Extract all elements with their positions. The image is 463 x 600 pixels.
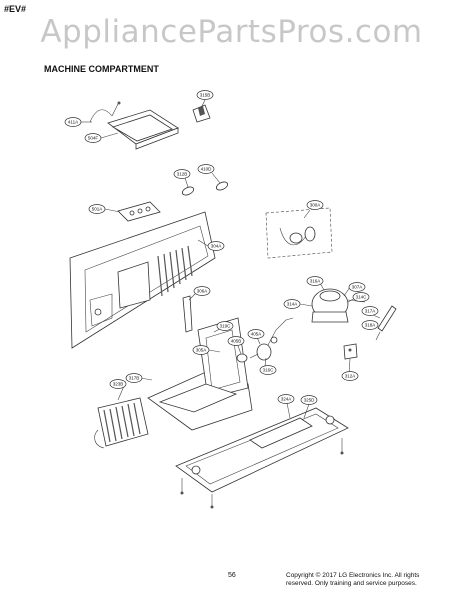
bracket-part xyxy=(182,295,193,333)
svg-text:411A: 411A xyxy=(68,120,78,125)
svg-text:314A: 314A xyxy=(287,302,298,307)
svg-text:504F: 504F xyxy=(88,136,99,141)
svg-text:307A: 307A xyxy=(352,285,363,290)
compressor-part xyxy=(267,288,366,346)
svg-text:317A: 317A xyxy=(365,309,376,314)
callout-315B: 315B xyxy=(196,90,214,100)
copyright-notice: Copyright © 2017 LG Electronics Inc. All… xyxy=(286,572,446,588)
rubber-cap-parts xyxy=(181,181,229,196)
callout-405A: 405A xyxy=(247,329,265,339)
svg-text:325D: 325D xyxy=(304,398,316,403)
callout-300A: 300A xyxy=(306,200,324,210)
callout-314C: 314C xyxy=(352,292,370,302)
callout-306A: 306A xyxy=(193,286,211,296)
section-title: MACHINE COMPARTMENT xyxy=(44,64,159,74)
svg-text:305A: 305A xyxy=(196,348,207,353)
callout-323B: 323B xyxy=(109,379,127,389)
document-code: #EV# xyxy=(4,4,27,14)
fan-motor-part xyxy=(236,336,278,363)
svg-text:318A: 318A xyxy=(365,323,376,328)
harness-wire-part xyxy=(89,101,121,123)
callout-305A: 305A xyxy=(192,345,210,355)
fan-cover-part xyxy=(107,109,179,150)
svg-text:306A: 306A xyxy=(197,289,208,294)
cord-holder-part xyxy=(117,201,161,222)
copyright-line-1: Copyright © 2017 LG Electronics Inc. All… xyxy=(286,572,420,579)
callout-318A: 318A xyxy=(361,320,379,330)
power-cord-assembly xyxy=(265,207,333,259)
svg-text:405B: 405B xyxy=(231,339,242,344)
svg-text:304A: 304A xyxy=(211,244,222,249)
base-plate-part xyxy=(175,407,349,509)
callout-307A: 307A xyxy=(348,282,366,292)
callout-312B: 312B xyxy=(173,169,191,179)
svg-text:312A: 312A xyxy=(345,374,356,379)
callout-316A: 316A xyxy=(306,276,324,286)
svg-text:501A: 501A xyxy=(92,207,103,212)
svg-text:410D: 410D xyxy=(201,167,213,172)
callout-317A: 317A xyxy=(361,306,379,316)
dryer-part xyxy=(375,305,397,341)
callout-317B: 317B xyxy=(125,373,143,383)
copyright-line-2: reserved. Only training and service purp… xyxy=(286,580,417,587)
callout-411A: 411A xyxy=(64,117,82,127)
svg-text:314C: 314C xyxy=(356,295,368,300)
callout-325D: 325D xyxy=(300,395,318,405)
callout-501A: 501A xyxy=(88,204,106,214)
page-number: 56 xyxy=(228,572,236,579)
drain-pan-part xyxy=(147,317,253,431)
svg-text:405A: 405A xyxy=(251,332,262,337)
svg-text:312B: 312B xyxy=(177,172,188,177)
svg-text:300A: 300A xyxy=(310,203,321,208)
callout-405B: 405B xyxy=(227,336,245,346)
callout-314A: 314A xyxy=(283,299,301,309)
svg-text:317B: 317B xyxy=(129,376,140,381)
callout-316C: 316C xyxy=(259,365,277,375)
callout-410D: 410D xyxy=(197,164,215,174)
watermark-text: AppliancePartsPros.com xyxy=(40,14,423,50)
damper-clip-part xyxy=(192,104,211,123)
back-cover-part xyxy=(69,211,216,349)
callout-504F: 504F xyxy=(84,133,102,143)
callout-319C: 319C xyxy=(216,321,234,331)
callout-312A: 312A xyxy=(341,371,359,381)
callout-324A: 324A xyxy=(277,394,295,404)
condenser-coil-part xyxy=(94,397,149,449)
svg-text:315B: 315B xyxy=(200,93,211,98)
svg-text:323B: 323B xyxy=(113,382,124,387)
relay-part xyxy=(343,343,358,360)
svg-text:316C: 316C xyxy=(263,368,275,373)
svg-text:319C: 319C xyxy=(220,324,232,329)
svg-text:324A: 324A xyxy=(281,397,292,402)
callout-304A: 304A xyxy=(207,241,225,251)
svg-text:316A: 316A xyxy=(310,279,321,284)
